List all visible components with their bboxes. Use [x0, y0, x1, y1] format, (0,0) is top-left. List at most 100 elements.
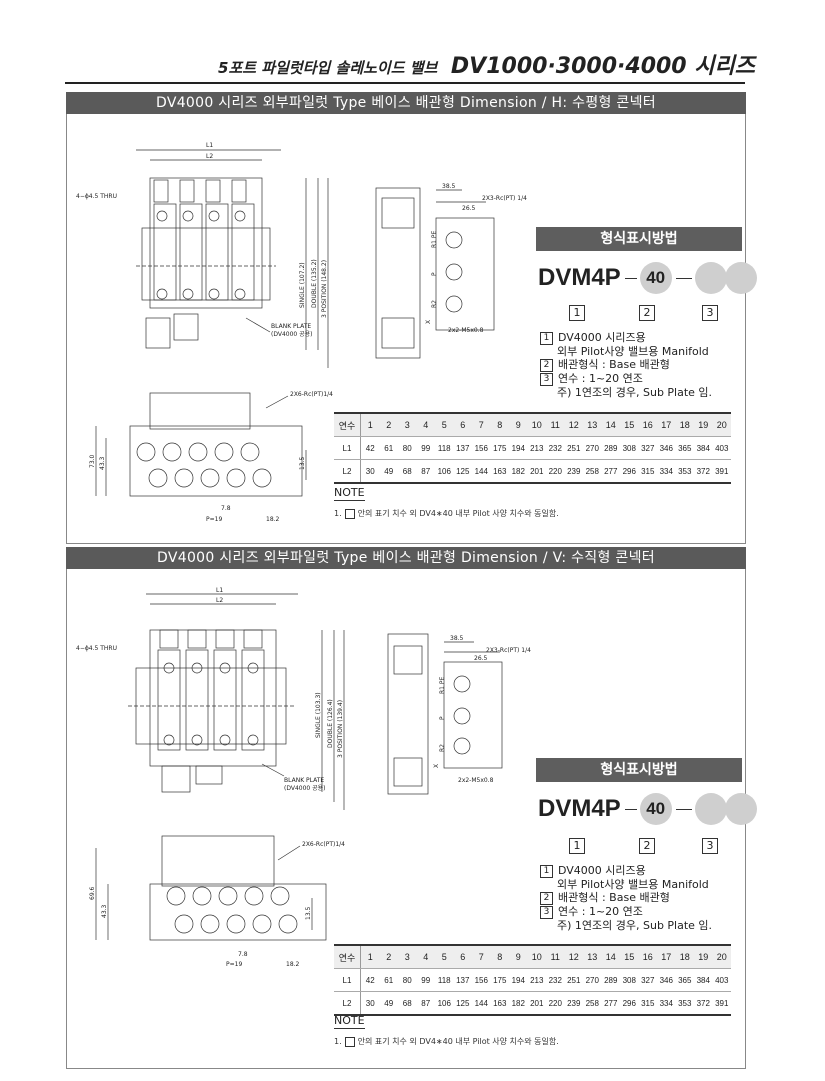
table-row: L1 42 61 80 99 118 137 156 175 194 213 2…: [334, 436, 731, 460]
table-cell: 20: [712, 945, 731, 969]
table-cell: 346: [657, 968, 676, 992]
slot-box-3: 3: [702, 838, 718, 854]
label-dim-b: 26.5: [462, 205, 476, 212]
legend-num: 2: [540, 892, 553, 905]
table-cell: 327: [638, 436, 657, 460]
table-cell: 5: [435, 945, 454, 969]
label-x: X: [433, 764, 440, 768]
table-cell: 232: [546, 436, 565, 460]
label-double: DOUBLE (126.4): [327, 699, 334, 748]
note-label: NOTE: [334, 1014, 365, 1029]
label-x: X: [425, 320, 432, 324]
label-dim-h2: 43.3: [101, 904, 108, 918]
label-dim-b: 26.5: [474, 655, 488, 662]
table-cell: 365: [675, 436, 694, 460]
table-cell: 13: [583, 945, 602, 969]
table-cell: 16: [638, 945, 657, 969]
table-cell: 9: [509, 945, 528, 969]
code-dash: [624, 277, 637, 279]
label-thru: 4−ϕ4.5 THRU: [76, 645, 117, 652]
label-l2: L2: [206, 153, 213, 160]
label-dim-g: 18.2: [286, 961, 300, 968]
table-cell: 14: [601, 413, 620, 437]
table-cell: 9: [509, 413, 528, 437]
label-single: SINGLE (107.2): [299, 262, 306, 308]
table-cell: 270: [583, 968, 602, 992]
label-l1: L1: [216, 587, 223, 594]
section-title-v: DV4000 시리즈 외부파일럿 Type 베이스 배관형 Dimension …: [66, 547, 746, 569]
table-cell: 17: [657, 413, 676, 437]
table-cell: 99: [416, 436, 435, 460]
table-cell: 16: [638, 413, 657, 437]
table-cell: 315: [638, 991, 657, 1016]
label-double: DOUBLE (135.2): [311, 259, 318, 308]
table-cell: 80: [398, 436, 417, 460]
table-cell: 42: [360, 436, 380, 460]
table-cell: 289: [601, 436, 620, 460]
table-cell: 연수: [334, 413, 361, 437]
table-cell: 384: [694, 436, 713, 460]
table-cell: 106: [435, 459, 454, 484]
table-cell: 12: [564, 945, 583, 969]
table-cell: 308: [620, 436, 639, 460]
table-cell: 384: [694, 968, 713, 992]
side-drawing-h: 2X3-Rc(PT) 1/4 38.5 26.5 R1 PE P R2 X 2x…: [366, 178, 536, 378]
label-dim-g: 18.2: [266, 516, 280, 523]
dimension-drawing-v: 4−ϕ4.5 THRU L1 L2 BLANK PLATE (DV4000 공용…: [66, 578, 366, 978]
table-cell: 365: [675, 968, 694, 992]
table-cell: 68: [398, 459, 417, 484]
table-cell: 270: [583, 436, 602, 460]
label-port-side: 2X6-Rc(PT)1/4: [290, 391, 333, 398]
table-cell: 403: [712, 968, 731, 992]
label-dim-f: P=19: [226, 961, 242, 968]
table-cell: 220: [546, 459, 565, 484]
legend-text: 연수 : 1~20 연조: [558, 905, 643, 918]
label-dim-h2: 43.3: [99, 456, 106, 470]
table-cell: 4: [416, 945, 435, 969]
side-drawing-v: 2X3-Rc(PT) 1/4 38.5 26.5 R1 PE P R2 X 2x…: [382, 628, 542, 808]
ordering-code-v: DVM4P 40: [538, 793, 757, 825]
table-cell: 175: [490, 436, 509, 460]
table-cell: 175: [490, 968, 509, 992]
slot-box-3: 3: [702, 305, 718, 321]
table-cell: 220: [546, 991, 565, 1016]
table-cell: 137: [453, 436, 472, 460]
slot-box-2: 2: [639, 838, 655, 854]
table-cell: 17: [657, 945, 676, 969]
table-cell: 7: [472, 413, 491, 437]
legend-text: DV4000 시리즈용: [558, 864, 646, 877]
table-cell: 277: [601, 991, 620, 1016]
label-l1: L1: [206, 142, 213, 149]
code-prefix: DVM4P: [538, 264, 621, 291]
label-r1pe: R1 PE: [439, 676, 446, 694]
table-cell: 15: [620, 945, 639, 969]
code-dash: [624, 808, 637, 810]
label-dim-a: 38.5: [442, 183, 456, 190]
code-dash: [675, 808, 692, 810]
table-cell: 18: [675, 413, 694, 437]
spec-table-v: 연수 1 2 3 4 5 6 7 8 9 10 11 12 13 14 15 1…: [334, 944, 731, 1016]
table-cell: 372: [694, 459, 713, 484]
table-cell: 5: [435, 413, 454, 437]
table-cell: 118: [435, 968, 454, 992]
label-dim-f: P=19: [206, 516, 222, 523]
table-header-row: 연수 1 2 3 4 5 6 7 8 9 10 11 12 13 14 15 1…: [334, 413, 731, 437]
table-cell: 18: [675, 945, 694, 969]
note-body: 안의 표기 치수 외 DV4∗40 내부 Pilot 사양 치수와 동일함.: [357, 509, 559, 518]
table-cell: 8: [490, 413, 509, 437]
table-cell: 334: [657, 991, 676, 1016]
legend-num: 2: [540, 359, 553, 372]
label-port-side: 2X6-Rc(PT)1/4: [302, 841, 345, 848]
slot-box-2: 2: [639, 305, 655, 321]
label-3position: 3 POSITION (139.4): [337, 700, 344, 758]
table-cell: 391: [712, 459, 731, 484]
table-cell: 125: [453, 459, 472, 484]
table-cell: 10: [527, 413, 546, 437]
table-cell: 258: [583, 991, 602, 1016]
table-cell: 391: [712, 991, 731, 1016]
table-cell: 2: [379, 413, 398, 437]
code-circle-empty: [694, 262, 727, 294]
table-cell: 144: [472, 459, 491, 484]
spec-table-h: 연수 1 2 3 4 5 6 7 8 9 10 11 12 13 14 15 1…: [334, 412, 731, 484]
ordering-code-h: DVM4P 40: [538, 262, 757, 294]
